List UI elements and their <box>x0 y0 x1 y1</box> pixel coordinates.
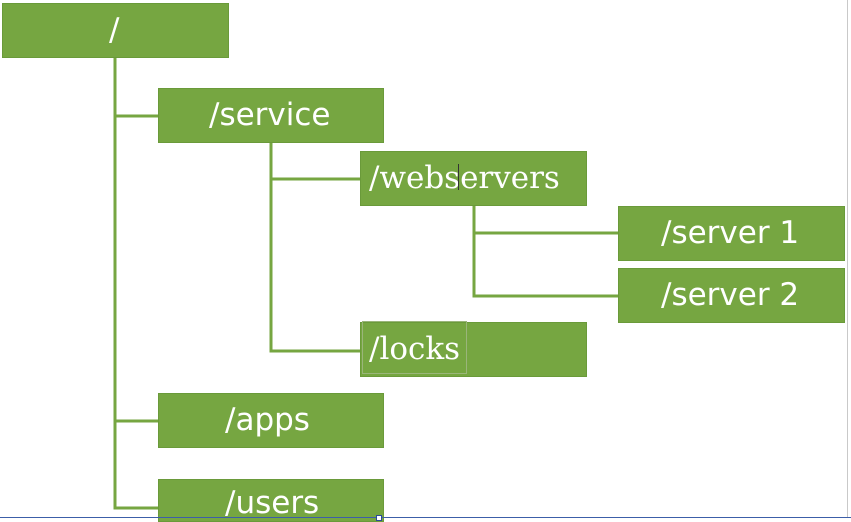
node-server-2-label: /server 2 <box>661 277 800 313</box>
node-webservers[interactable]: /webservers <box>360 151 587 206</box>
node-server-1-label: /server 1 <box>661 215 800 251</box>
node-locks[interactable]: /locks <box>360 322 587 377</box>
connector-webservers-trunk <box>472 206 620 298</box>
locks-text-edit-box[interactable] <box>362 321 467 374</box>
node-webservers-label-part1: /web <box>369 160 445 196</box>
connector-group <box>113 58 620 510</box>
node-root[interactable]: / <box>2 3 229 58</box>
node-apps-label: /apps <box>225 402 310 438</box>
connector-service-trunk <box>269 143 362 353</box>
node-apps[interactable]: /apps <box>158 393 384 448</box>
node-users[interactable]: /users <box>158 479 384 522</box>
text-cursor <box>458 164 459 190</box>
node-server-1[interactable]: /server 1 <box>618 206 845 261</box>
node-locks-label: /locks <box>369 331 461 367</box>
node-webservers-label-part2: servers <box>444 160 560 196</box>
selection-bottom-line <box>0 517 851 518</box>
node-users-label: /users <box>225 485 320 521</box>
node-webservers-label: /webservers <box>369 163 560 194</box>
node-server-2[interactable]: /server 2 <box>618 268 845 323</box>
resize-handle[interactable] <box>376 515 382 521</box>
node-root-label: / <box>109 12 120 48</box>
node-service-label: /service <box>209 97 331 133</box>
node-service[interactable]: /service <box>158 88 384 143</box>
connector-root-trunk <box>113 58 160 510</box>
canvas-right-border <box>847 0 848 518</box>
